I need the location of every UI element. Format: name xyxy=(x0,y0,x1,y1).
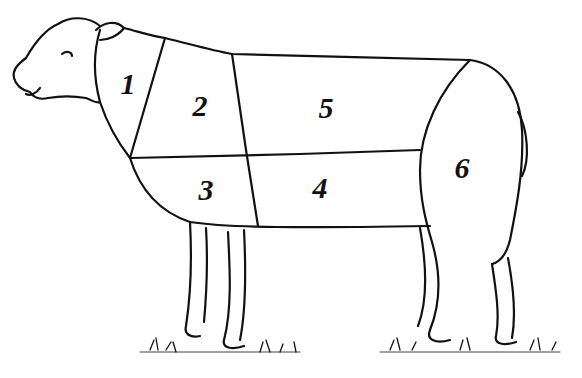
callout-number: 5 xyxy=(319,93,334,123)
callout-number: 1 xyxy=(121,69,136,99)
eye xyxy=(62,52,72,56)
belly-line xyxy=(130,158,430,227)
callout-number: 6 xyxy=(455,153,470,183)
hind-leg xyxy=(418,228,425,326)
leg-boundary xyxy=(420,60,470,242)
grass xyxy=(140,338,560,352)
hind-leg xyxy=(508,258,514,338)
rump-outline xyxy=(470,60,522,264)
front-leg xyxy=(204,228,207,322)
mouth xyxy=(26,88,40,95)
callout-number: 4 xyxy=(313,173,328,203)
callout-number: 2 xyxy=(193,91,208,121)
neck-line xyxy=(95,30,100,102)
back-line xyxy=(124,28,470,60)
cut-line xyxy=(232,54,258,226)
neck-lower xyxy=(100,102,130,158)
callout-number: 3 xyxy=(199,175,214,205)
front-leg xyxy=(186,222,200,337)
cut-line xyxy=(130,150,420,158)
head-outline xyxy=(14,18,100,102)
hind-leg xyxy=(429,242,450,342)
tail xyxy=(518,112,527,176)
front-leg xyxy=(240,230,245,340)
